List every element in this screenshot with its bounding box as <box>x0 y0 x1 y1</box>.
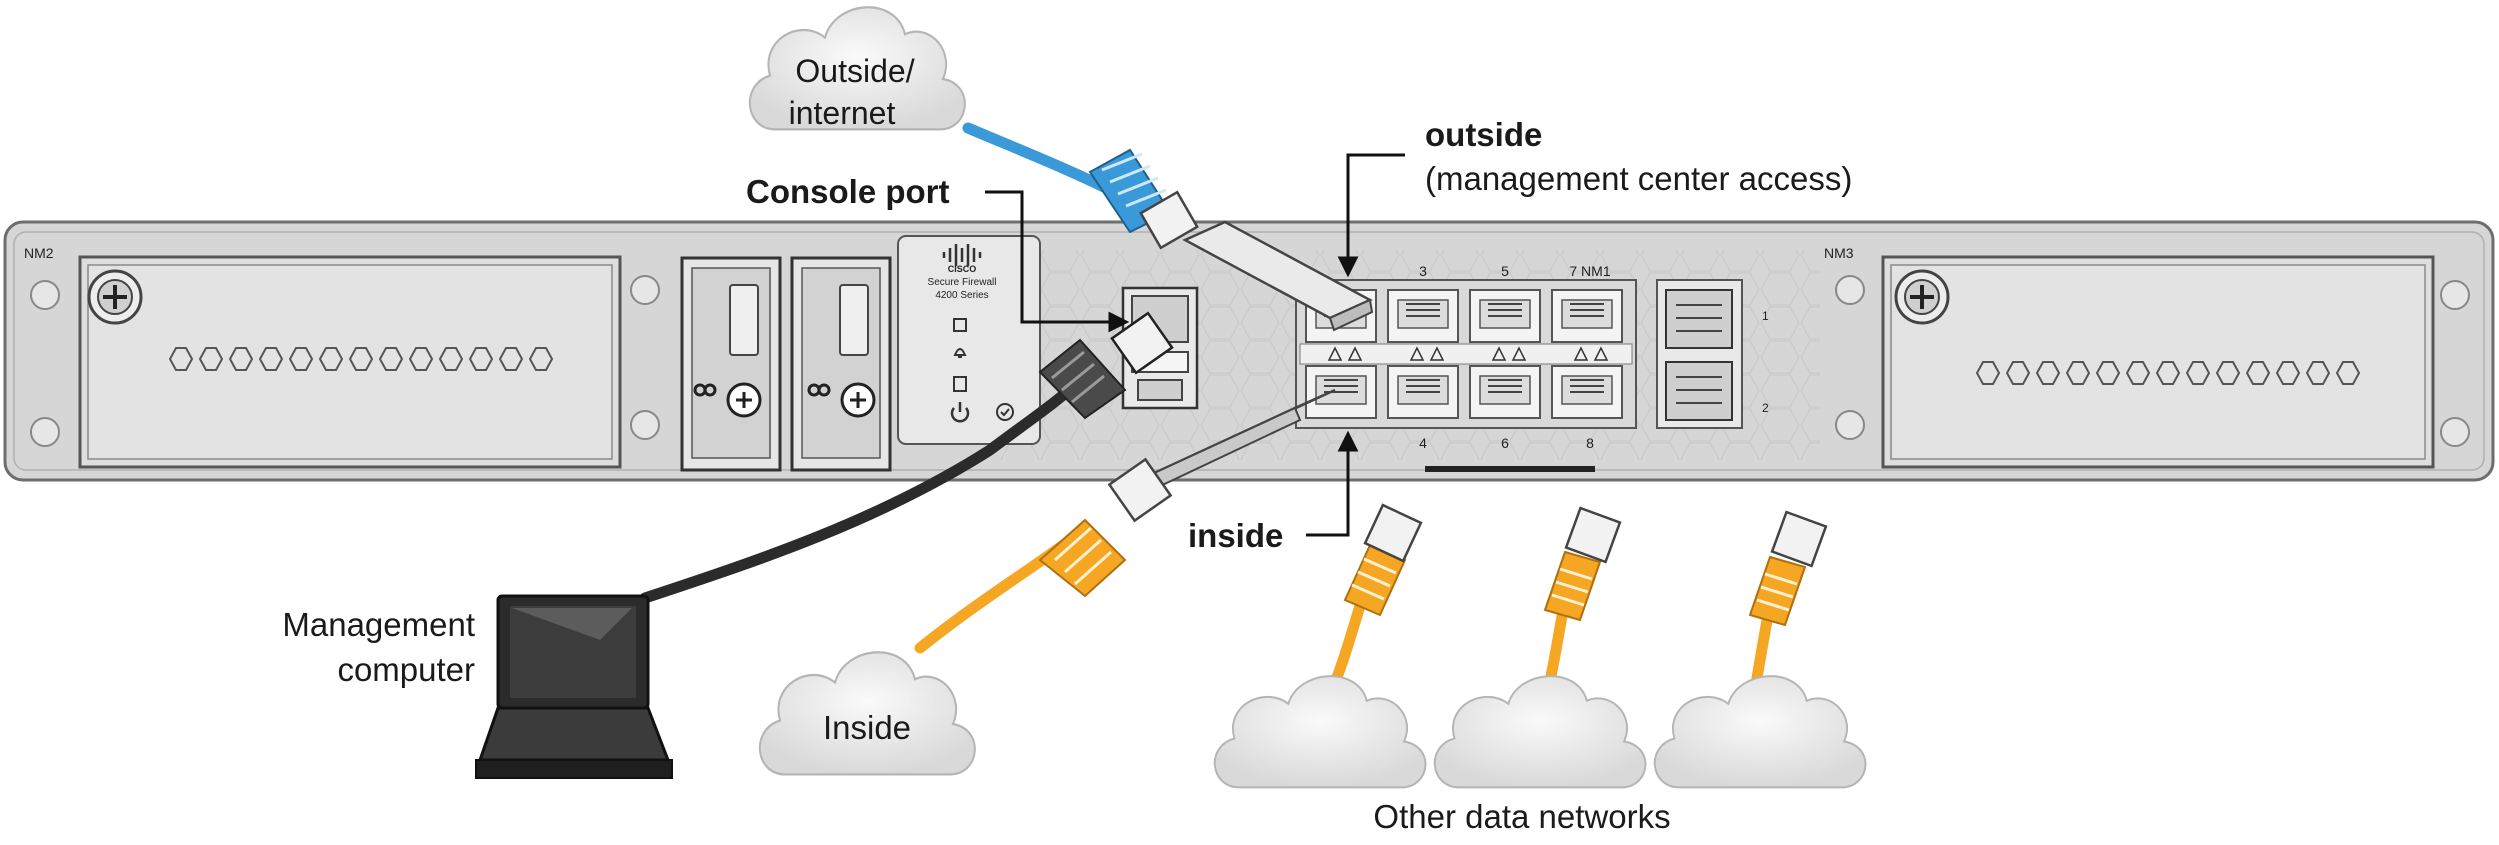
cisco-logo-icon <box>942 244 982 266</box>
console-port-label: Console port <box>746 173 950 210</box>
firewall-chassis: NM2 NM3 <box>3 220 2495 482</box>
data-network-cable-3 <box>1748 510 1828 696</box>
outside-cable <box>962 122 1199 250</box>
logo-brand: CISCO <box>948 264 977 274</box>
port-5[interactable] <box>1469 289 1541 343</box>
screw-knob-icon[interactable] <box>1894 269 1950 325</box>
check-status-icon <box>996 403 1014 421</box>
port-label-8: 8 <box>1586 435 1594 451</box>
port-label-4: 4 <box>1419 435 1427 451</box>
drive-bay-1[interactable] <box>680 256 782 472</box>
outside-callout <box>1337 153 1405 278</box>
logo-line2: 4200 Series <box>935 290 988 301</box>
data-network-cable-1 <box>1324 503 1423 701</box>
port-block-bar <box>1425 466 1595 472</box>
port-label-3: 3 <box>1419 263 1427 279</box>
sfp-transceiver-icon[interactable] <box>1182 220 1374 332</box>
laptop-icon <box>475 594 673 779</box>
other-networks-label: Other data networks <box>1373 798 1670 835</box>
outside-port-sublabel: (management center access) <box>1425 160 1852 197</box>
console-cable <box>639 311 1174 604</box>
cloud-icon <box>1433 675 1647 789</box>
ethernet-connector-icon <box>1770 510 1828 568</box>
port-label-6: 6 <box>1501 435 1509 451</box>
ethernet-connector-icon <box>1107 457 1173 523</box>
power-icon <box>950 402 970 423</box>
port-3[interactable] <box>1387 289 1459 343</box>
drive-bay-2[interactable] <box>790 256 892 472</box>
data-network-cable-2 <box>1542 506 1622 696</box>
inside-port-label: inside <box>1188 517 1283 554</box>
screw-knob-icon[interactable] <box>87 269 143 325</box>
port-6[interactable] <box>1469 365 1541 419</box>
logo-line1: Secure Firewall <box>928 277 997 288</box>
sfp-label-2: 2 <box>1762 401 1769 415</box>
port-label-5: 5 <box>1501 263 1509 279</box>
network-module-nm2 <box>78 255 622 469</box>
sfp-transceiver-icon[interactable] <box>1148 388 1336 490</box>
storage-icon <box>953 376 967 392</box>
management-computer-label-line1: Management <box>282 606 475 643</box>
management-computer-label-line2: computer <box>337 651 475 688</box>
port-4[interactable] <box>1387 365 1459 419</box>
port-7[interactable] <box>1551 289 1623 343</box>
sfp-label-1: 1 <box>1762 309 1769 323</box>
ethernet-connector-icon <box>1139 190 1199 250</box>
data-port-block: 3 5 7 NM1 4 6 8 <box>1295 263 1637 472</box>
inside-callout <box>1306 430 1359 537</box>
sfp-cage-block: 1 2 <box>1656 279 1769 429</box>
status-led-icon <box>953 318 967 332</box>
outside-internet-label-line1: Outside/ <box>795 53 914 89</box>
console-callout <box>985 190 1130 333</box>
slot-label-nm2: NM2 <box>24 245 54 261</box>
cloud-icon <box>1213 675 1427 789</box>
inside-cloud-label: Inside <box>823 709 911 746</box>
slot-label-nm3: NM3 <box>1824 245 1854 261</box>
ethernet-connector-icon <box>1110 311 1174 375</box>
cloud-icon <box>1653 675 1867 789</box>
network-module-nm3 <box>1881 255 2435 469</box>
port-label-nm1: 7 NM1 <box>1569 263 1610 279</box>
cisco-logo-panel: CISCO Secure Firewall 4200 Series <box>897 235 1041 445</box>
alarm-bell-icon <box>953 348 967 358</box>
inside-cable <box>914 457 1173 654</box>
mount-holes <box>30 275 2470 447</box>
ethernet-connector-icon <box>1564 506 1622 564</box>
ethernet-connector-icon <box>1363 503 1423 563</box>
outside-internet-label-line2: internet <box>789 95 896 131</box>
port-2[interactable] <box>1305 365 1377 419</box>
port-8[interactable] <box>1551 365 1623 419</box>
outside-port-label: outside <box>1425 116 1542 153</box>
